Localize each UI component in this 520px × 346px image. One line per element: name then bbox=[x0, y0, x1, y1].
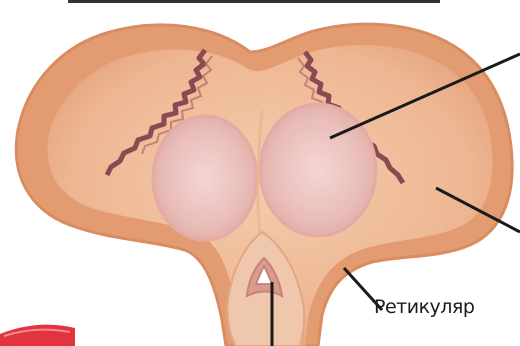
bottom-left-red-structure bbox=[0, 325, 75, 346]
reticular-label: Ретикуляр bbox=[374, 296, 474, 318]
left-nucleus bbox=[153, 116, 257, 240]
top-heading-line bbox=[68, 0, 440, 3]
